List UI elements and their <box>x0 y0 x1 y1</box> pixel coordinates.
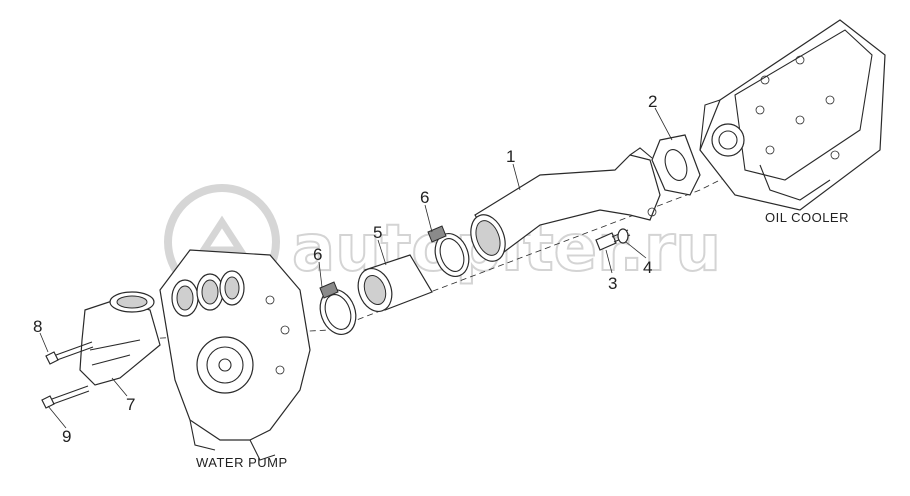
callout-2: 2 <box>648 92 657 111</box>
pipe-part <box>470 147 661 262</box>
hose-part <box>357 254 433 312</box>
hose-clamp-upper <box>427 225 470 277</box>
leader-lines <box>39 107 673 429</box>
callout-4: 4 <box>643 258 652 277</box>
oil-cooler <box>699 19 886 211</box>
water-pump <box>159 249 311 461</box>
callout-8: 8 <box>33 317 42 336</box>
bolt-upper-part <box>45 341 94 365</box>
hose-clamp-lower <box>319 281 357 335</box>
callout-1: 1 <box>506 147 515 166</box>
callout-6-upper: 6 <box>420 188 429 207</box>
callout-7: 7 <box>126 395 135 414</box>
oil-cooler-caption: OIL COOLER <box>765 210 849 225</box>
callout-5: 5 <box>373 223 382 242</box>
gasket-part <box>651 134 701 196</box>
callout-9: 9 <box>62 427 71 446</box>
bolt-lower-part <box>41 385 90 409</box>
callout-3: 3 <box>608 274 617 293</box>
elbow-part <box>79 291 161 386</box>
washer-part <box>617 228 629 244</box>
water-pump-caption: WATER PUMP <box>196 455 288 470</box>
callout-6-lower: 6 <box>313 245 322 264</box>
